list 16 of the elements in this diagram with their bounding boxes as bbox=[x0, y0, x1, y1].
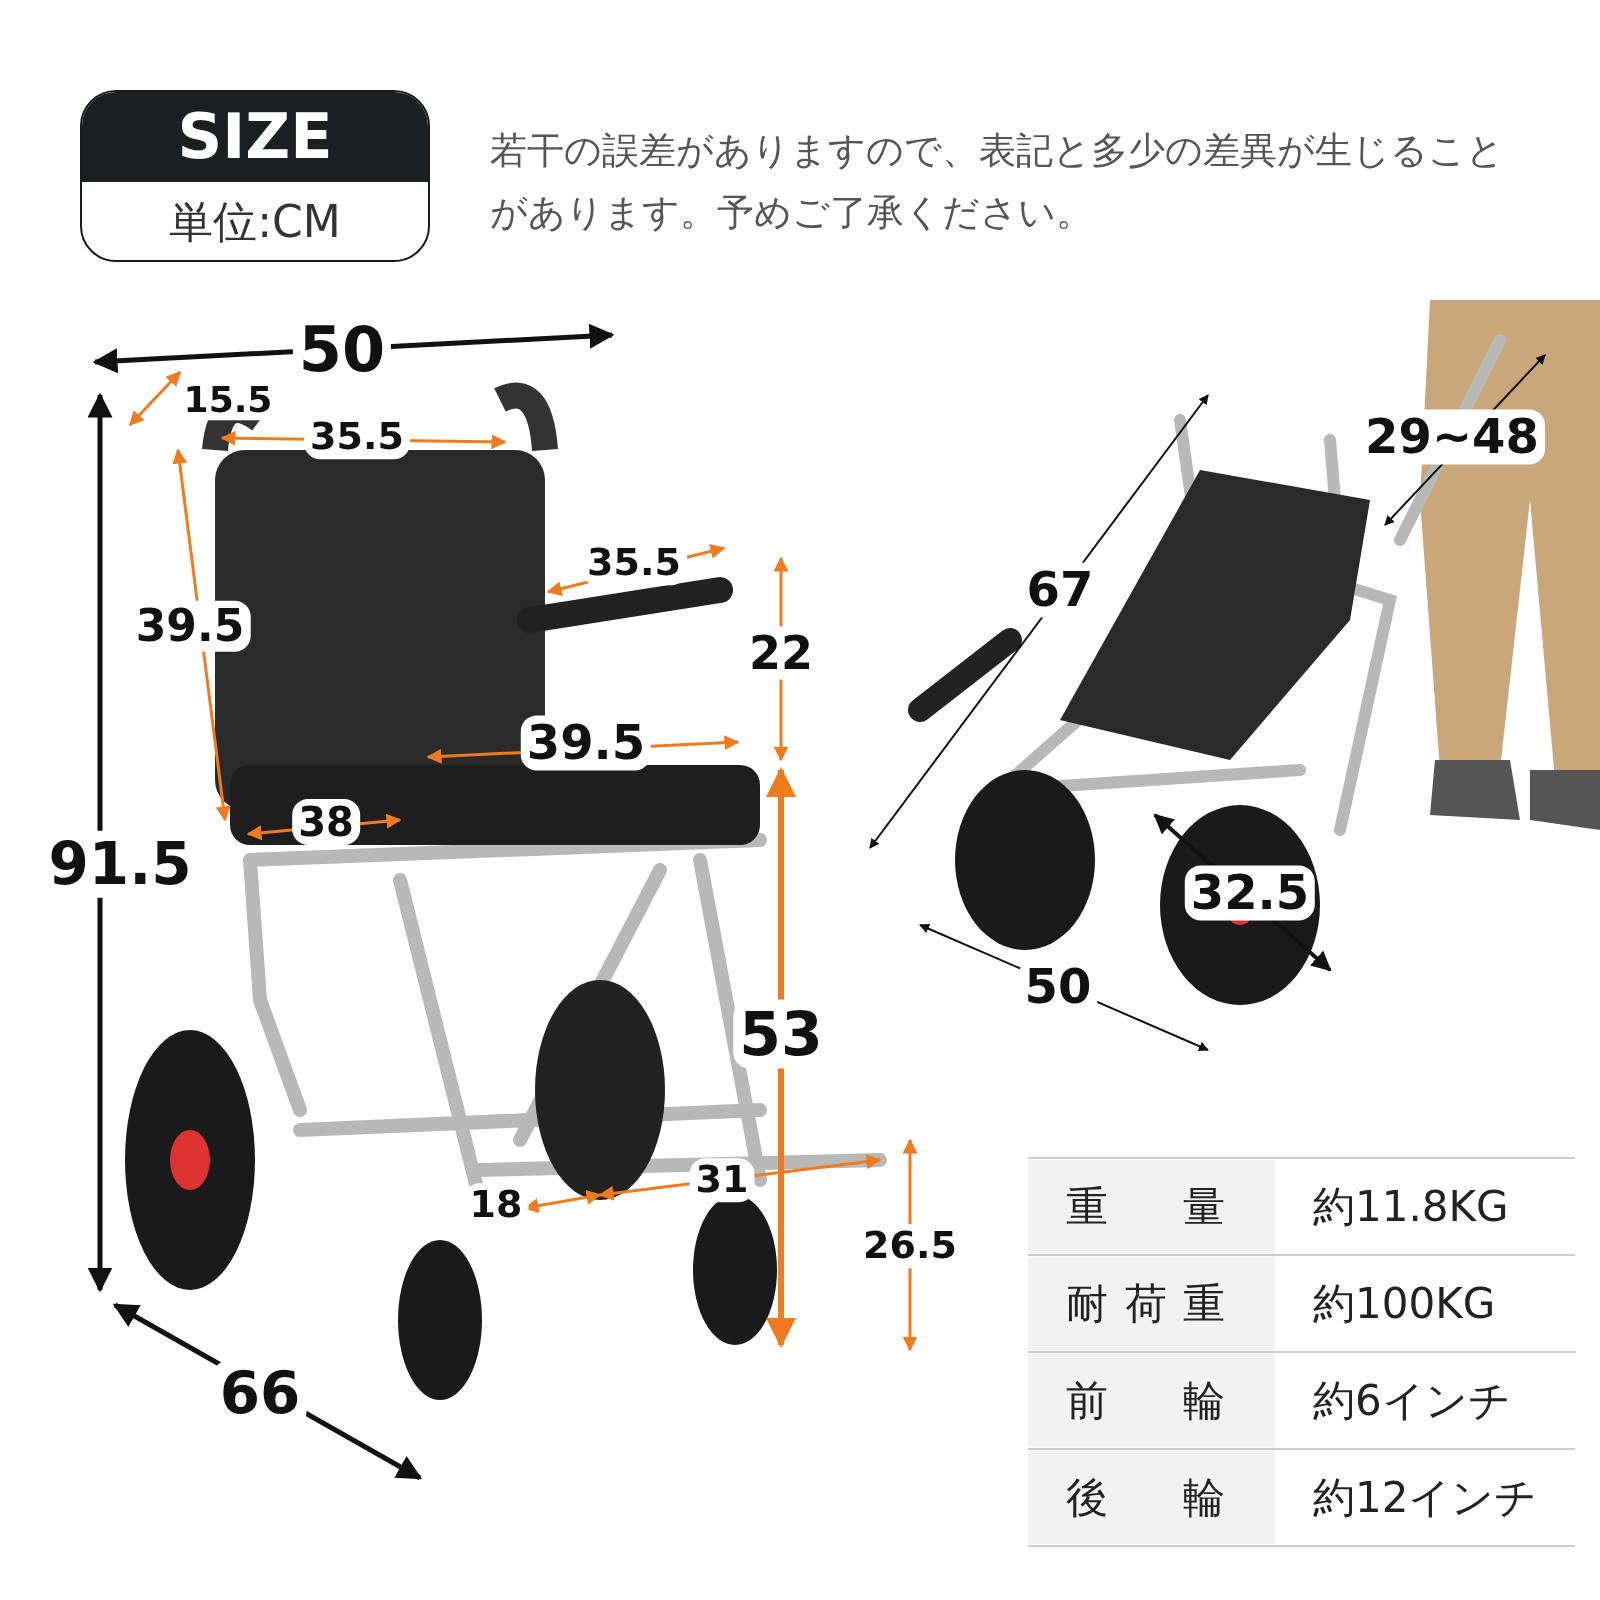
dimension-label: 32.5 bbox=[1184, 865, 1316, 921]
unit-text: 単位:CM bbox=[168, 195, 342, 249]
dimension-label: 31 bbox=[689, 1158, 755, 1202]
spec-value-cell-text: 約12インチ bbox=[1312, 1471, 1539, 1524]
spec-value-cell-text: 約11.8KG bbox=[1312, 1180, 1510, 1233]
spec-value-cell-text: 約100KG bbox=[1312, 1277, 1497, 1330]
badge-heading: SIZE bbox=[82, 92, 428, 182]
spec-name-cell: 後輪 bbox=[1028, 1451, 1275, 1544]
spec-name-cell: 耐荷重 bbox=[1028, 1257, 1275, 1350]
spec-name-cell: 重量 bbox=[1028, 1160, 1275, 1253]
dimension-label: 39.5 bbox=[520, 715, 652, 771]
note-text: 若干の誤差がありますので、表記と多少の差異が生じることがあります。予めご了承ください。 bbox=[490, 128, 1505, 236]
size-badge bbox=[80, 90, 430, 262]
spec-name-cell: 前輪 bbox=[1028, 1354, 1275, 1447]
spec-value-cell-text: 約6インチ bbox=[1312, 1374, 1512, 1427]
dimension-label: 38 bbox=[292, 799, 360, 845]
